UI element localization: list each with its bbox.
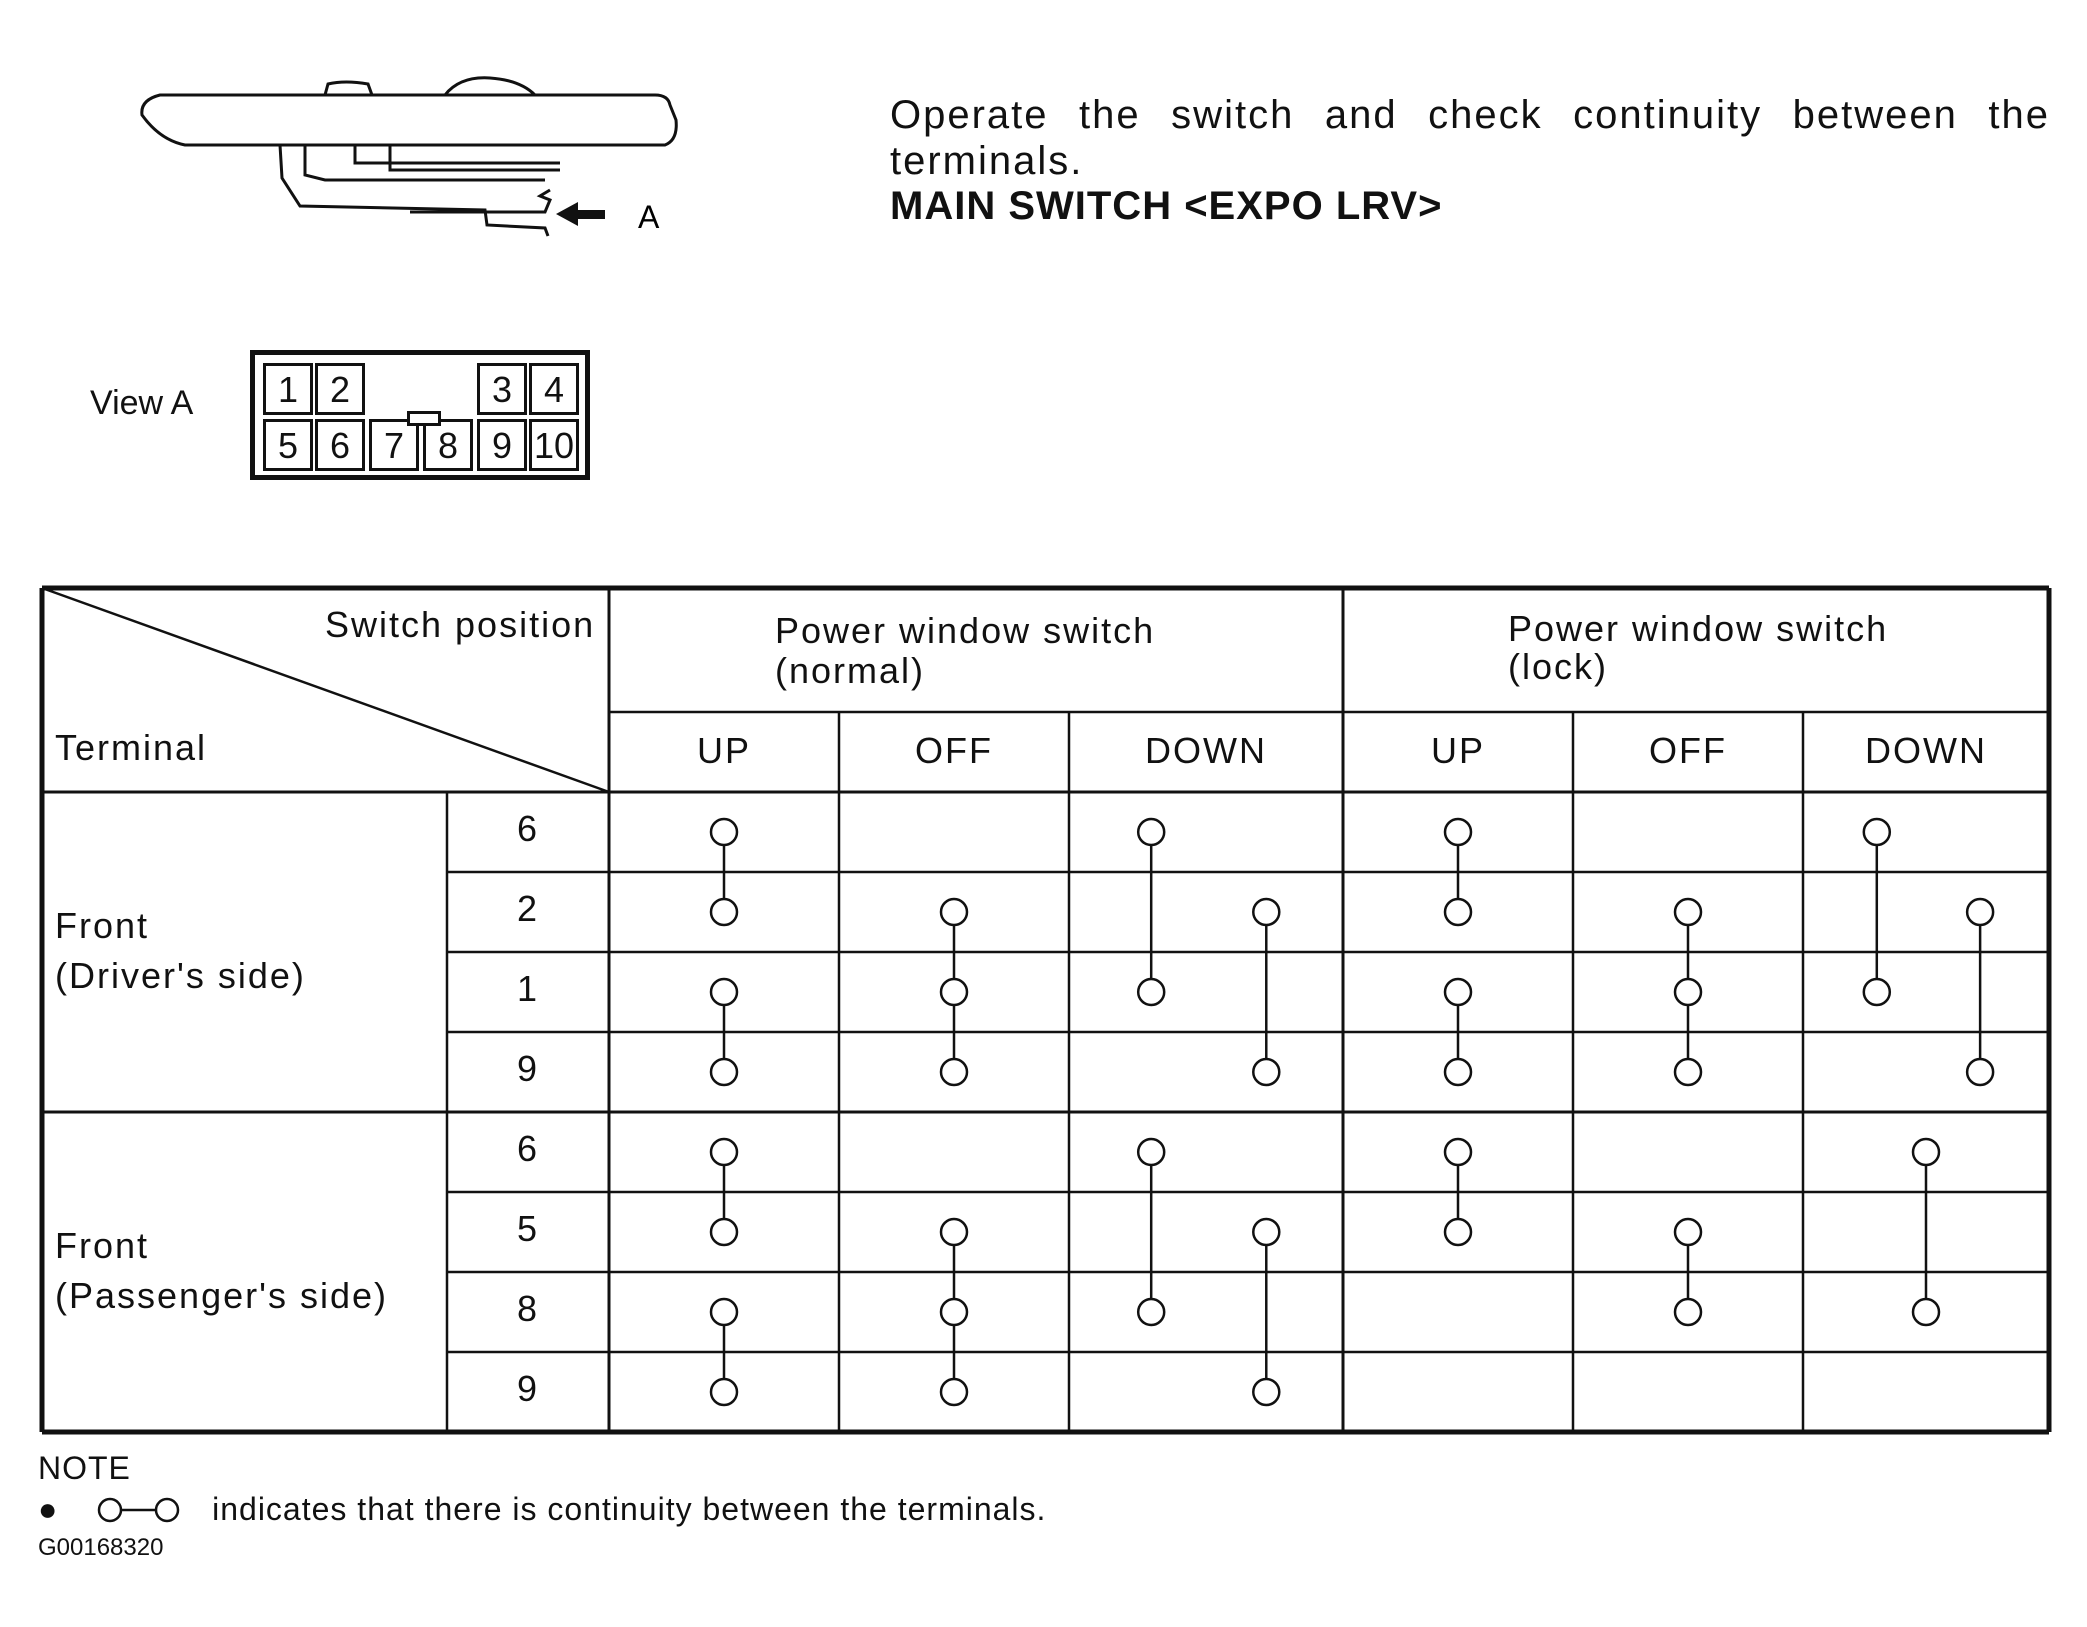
terminal-contact-circle bbox=[1443, 897, 1473, 927]
terminal-contact-circle bbox=[709, 1217, 739, 1247]
terminal-contact-circle bbox=[1136, 817, 1166, 847]
terminal-number: 6 bbox=[516, 1128, 540, 1169]
terminal-contact-circle bbox=[1443, 977, 1473, 1007]
terminal-contact-circle bbox=[1252, 1377, 1281, 1407]
section-driver-name: Front bbox=[55, 905, 150, 946]
terminal-contact-circle bbox=[1252, 1217, 1281, 1247]
terminal-contact-circle bbox=[1862, 817, 1892, 847]
terminal-contact-circle bbox=[939, 897, 969, 927]
connector-pin: 7 bbox=[369, 419, 419, 471]
connector-pin: 4 bbox=[529, 363, 579, 415]
bullet-icon: ● bbox=[38, 1491, 59, 1527]
terminal-contact-circle bbox=[1911, 1137, 1941, 1167]
terminal-contact-circle bbox=[709, 817, 739, 847]
column-header-down: DOWN bbox=[1865, 730, 1987, 771]
group-normal-sub: (normal) bbox=[775, 650, 926, 691]
group-lock-sub: (lock) bbox=[1508, 646, 1608, 687]
note-line: ● indicates that there is continuity bet… bbox=[38, 1490, 1046, 1528]
terminal-number: 2 bbox=[516, 888, 540, 929]
section-passenger-side: (Passenger's side) bbox=[55, 1275, 388, 1316]
terminal-contact-circle bbox=[939, 1217, 969, 1247]
terminal-contact-circle bbox=[1911, 1297, 1941, 1327]
note-title: NOTE bbox=[38, 1450, 131, 1486]
terminal-number: 8 bbox=[516, 1288, 540, 1329]
terminal-contact-circle bbox=[1673, 897, 1703, 927]
terminal-contact-circle bbox=[709, 897, 739, 927]
terminal-contact-circle bbox=[939, 1377, 969, 1407]
connector-view-a: 1 2 3 4 5 6 7 8 9 10 bbox=[250, 350, 590, 480]
group-normal-label: Power window switch bbox=[775, 610, 1156, 651]
terminal-contact-circle bbox=[1965, 897, 1995, 927]
instruction-text: Operate the switch and check continuity … bbox=[890, 93, 2050, 183]
section-driver-side: (Driver's side) bbox=[55, 955, 306, 996]
terminal-contact-circle bbox=[939, 1057, 969, 1087]
column-header-up: UP bbox=[696, 730, 751, 771]
terminal-contact-circle bbox=[709, 977, 739, 1007]
connector-pin: 8 bbox=[423, 419, 473, 471]
section-passenger-name: Front bbox=[55, 1225, 150, 1266]
terminal-contact-circle bbox=[1443, 1217, 1473, 1247]
note-text: indicates that there is continuity betwe… bbox=[212, 1491, 1047, 1527]
terminal-contact-circle bbox=[709, 1057, 739, 1087]
corner-diagonal-line bbox=[41, 586, 610, 794]
terminal-number: 9 bbox=[516, 1048, 540, 1089]
terminal-contact-circle bbox=[709, 1377, 739, 1407]
terminal-contact-circle bbox=[1862, 977, 1892, 1007]
terminal-contact-circle bbox=[1673, 1217, 1703, 1247]
terminal-contact-circle bbox=[709, 1137, 739, 1167]
terminal-contact-circle bbox=[1673, 1297, 1703, 1327]
connector-key bbox=[407, 411, 441, 426]
connector-pin: 2 bbox=[315, 363, 365, 415]
view-a-label: View A bbox=[90, 384, 194, 422]
terminal-number: 6 bbox=[516, 808, 540, 849]
corner-terminal: Terminal bbox=[55, 727, 208, 768]
figure-code: G00168320 bbox=[38, 1534, 164, 1561]
connector-pin: 3 bbox=[477, 363, 527, 415]
terminal-number: 1 bbox=[516, 968, 540, 1009]
terminal-contact-circle bbox=[1252, 897, 1281, 927]
terminal-contact-circle bbox=[1136, 977, 1166, 1007]
terminal-contact-circle bbox=[709, 1297, 739, 1327]
connector-pin: 6 bbox=[315, 419, 365, 471]
column-header-off: OFF bbox=[915, 730, 993, 771]
terminal-contact-circle bbox=[1136, 1137, 1166, 1167]
terminal-contact-circle bbox=[939, 977, 969, 1007]
main-switch-heading: MAIN SWITCH <EXPO LRV> bbox=[890, 184, 1443, 228]
column-header-down: DOWN bbox=[1145, 730, 1267, 771]
terminal-number: 9 bbox=[516, 1368, 540, 1409]
continuity-symbol-icon bbox=[97, 1497, 180, 1523]
terminal-contact-circle bbox=[1136, 1297, 1166, 1327]
group-lock-label: Power window switch bbox=[1508, 608, 1889, 649]
arrow-icon bbox=[556, 202, 605, 226]
column-header-off: OFF bbox=[1649, 730, 1727, 771]
terminal-contact-circle bbox=[1443, 1137, 1473, 1167]
corner-switch-position: Switch position bbox=[325, 604, 596, 645]
connector-pin: 5 bbox=[263, 419, 313, 471]
connector-pin: 10 bbox=[529, 419, 579, 471]
terminal-contact-circle bbox=[939, 1297, 969, 1327]
connector-pin: 1 bbox=[263, 363, 313, 415]
terminal-contact-circle bbox=[1965, 1057, 1995, 1087]
column-header-up: UP bbox=[1430, 730, 1485, 771]
arrow-label: A bbox=[638, 199, 660, 235]
terminal-contact-circle bbox=[1673, 977, 1703, 1007]
terminal-number: 5 bbox=[516, 1208, 540, 1249]
terminal-contact-circle bbox=[1443, 1057, 1473, 1087]
switch-side-view-drawing: A bbox=[140, 76, 678, 237]
terminal-contact-circle bbox=[1673, 1057, 1703, 1087]
connector-pin: 9 bbox=[477, 419, 527, 471]
terminal-contact-circle bbox=[1252, 1057, 1281, 1087]
terminal-contact-circle bbox=[1443, 817, 1473, 847]
